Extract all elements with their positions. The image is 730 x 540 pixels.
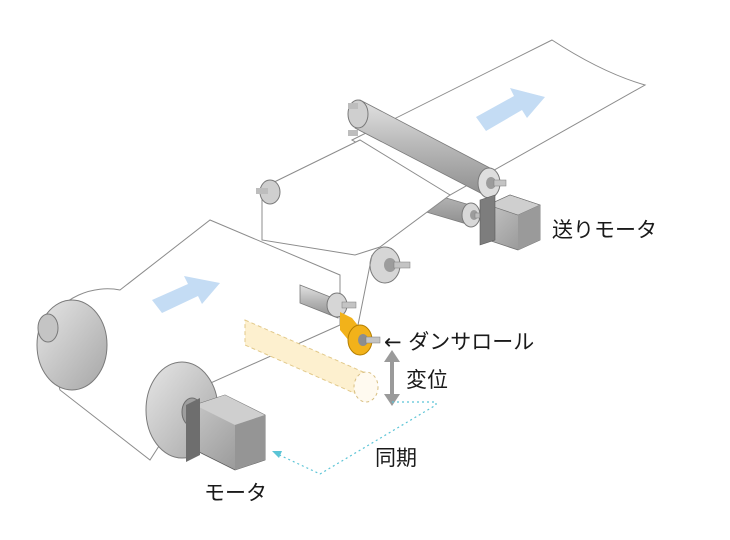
feed-motor-label: 送りモータ [552, 218, 657, 242]
main-motor [145, 361, 266, 471]
sync-arrowhead [272, 451, 282, 458]
idler-roller-right [369, 246, 411, 284]
drive-drum [36, 299, 108, 391]
dancer-roll-label: ← ダンサロール [384, 330, 534, 354]
idler-roller-lower [299, 284, 357, 319]
nip-roller-upper [347, 99, 507, 199]
flow-arrow-icon [476, 88, 545, 131]
web-loop-to-dancer [261, 205, 373, 326]
sync-label: 同期 [375, 446, 417, 470]
idler-roller-top-left [256, 179, 281, 205]
flow-arrow-icon [152, 276, 220, 313]
double-arrow-vertical-icon [384, 350, 400, 406]
dancer-roll [340, 312, 381, 356]
dancer-roll-ghost [244, 319, 379, 403]
motor-label: モータ [204, 481, 267, 505]
displacement-label: 変位 [406, 368, 448, 392]
sync-line [272, 401, 437, 475]
feed-motor [479, 194, 541, 251]
